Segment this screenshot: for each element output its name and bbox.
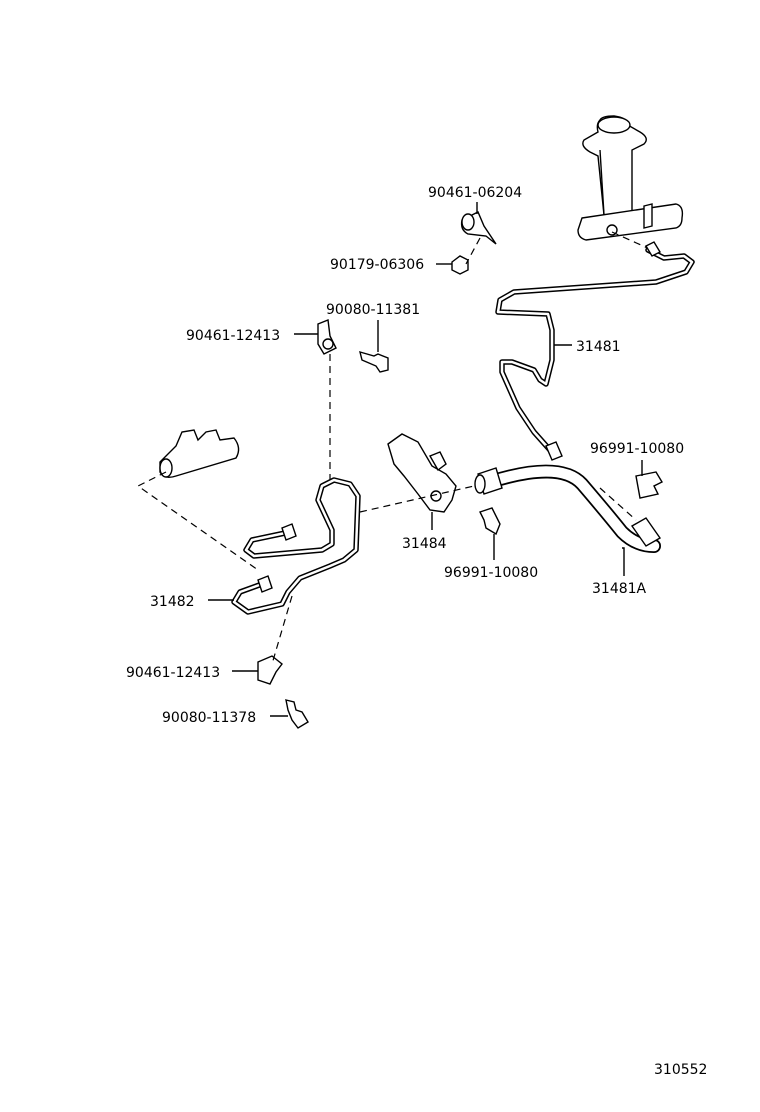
- label-90080-11378: 90080-11378: [162, 710, 256, 726]
- bolt-90080-11378: [285, 699, 309, 729]
- label-96991-10080-mid: 96991-10080: [444, 565, 538, 581]
- leader-dash-union: [465, 237, 481, 265]
- union-clamp: [460, 211, 497, 245]
- leader-dash-master: [611, 231, 653, 251]
- label-90179-06306: 90179-06306: [330, 257, 424, 273]
- label-90080-11381: 90080-11381: [326, 302, 420, 318]
- label-31482: 31482: [150, 594, 195, 610]
- leader-lines: [208, 202, 643, 717]
- pipe-31481: [495, 241, 695, 461]
- clip-96991-mid: [479, 507, 501, 536]
- label-31481A: 31481A: [592, 581, 647, 597]
- clamp-90461-top: [317, 319, 337, 355]
- master-cylinder: [577, 115, 684, 241]
- clamp-90461-bottom: [257, 655, 283, 685]
- bolt-90080-11381: [359, 350, 389, 373]
- label-96991-10080-right: 96991-10080: [590, 441, 684, 457]
- label-90461-06204: 90461-06204: [428, 185, 522, 201]
- label-31481: 31481: [576, 339, 621, 355]
- label-90461-12413-bottom: 90461-12413: [126, 665, 220, 681]
- clip-96991-right: [635, 471, 663, 499]
- assembly-dash-lines: [136, 354, 637, 665]
- label-90461-12413-top: 90461-12413: [186, 328, 280, 344]
- diagram-code: 310552: [654, 1062, 707, 1078]
- pipe-31482: [231, 477, 361, 615]
- flare-nut: [451, 255, 469, 275]
- bracket-31484: [387, 433, 457, 513]
- hose-31481A: [474, 464, 662, 553]
- label-31484: 31484: [402, 536, 447, 552]
- release-cylinder: [159, 429, 240, 479]
